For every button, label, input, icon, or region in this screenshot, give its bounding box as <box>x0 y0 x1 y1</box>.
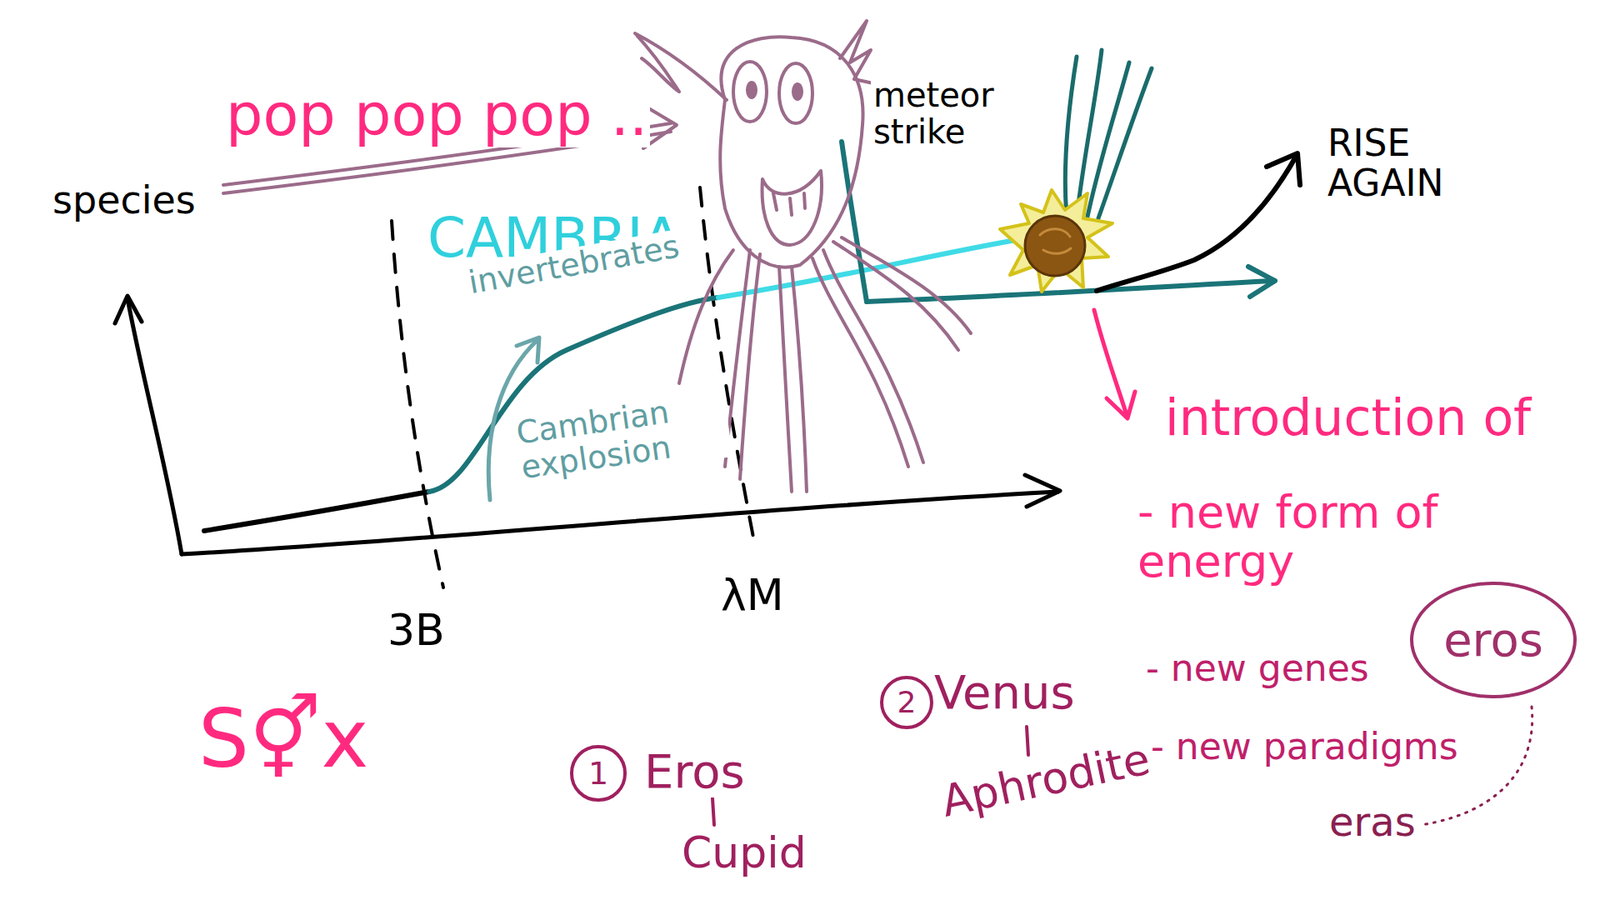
name-link <box>1026 726 1029 755</box>
creature-drawing <box>791 266 807 492</box>
sketch-label: - new form of energy <box>1135 487 1507 587</box>
sketch-label: Cupid <box>679 829 810 877</box>
sketch-label: meteor strike <box>870 76 1043 150</box>
circled-word: eros <box>1410 581 1577 699</box>
node-text: eros <box>1443 616 1544 664</box>
creature-drawing <box>779 266 792 492</box>
species-curve <box>204 491 430 531</box>
axes <box>181 491 1059 555</box>
axes <box>127 298 182 555</box>
species-curve <box>718 239 1021 298</box>
meteor-drawing <box>1025 215 1085 276</box>
sketch-label: Venus <box>931 666 1078 719</box>
meteor-drawing <box>1000 190 1113 292</box>
creature-drawing <box>779 63 813 124</box>
creature-drawing <box>840 20 874 84</box>
sketch-label: eras <box>1326 800 1419 845</box>
sketch-label: pop pop pop .. <box>223 83 650 148</box>
creature-drawing <box>833 237 971 350</box>
dashed-marker <box>700 187 755 542</box>
axes <box>1025 475 1060 507</box>
meteor-drawing <box>1040 229 1071 255</box>
callout-number: 2 <box>880 675 934 730</box>
species-curve <box>1266 153 1300 185</box>
creature-drawing <box>762 170 822 245</box>
creature-drawing <box>793 84 802 100</box>
sketch-label: Eros <box>641 745 748 798</box>
creature-drawing <box>823 250 924 463</box>
introduction-arrow <box>1094 310 1135 419</box>
annotation-arrow <box>516 337 540 363</box>
sketch-label: Cambrian explosion <box>511 387 733 486</box>
species-curve <box>841 141 867 302</box>
meteor-drawing <box>1065 50 1152 219</box>
callout-number: 1 <box>570 745 626 801</box>
sketch-label: λM <box>718 571 787 620</box>
sketch-label: RISE AGAIN <box>1325 123 1514 205</box>
species-curve <box>1096 156 1296 291</box>
sketch-label: S⚥x <box>195 695 371 785</box>
sketch-label: 3B <box>385 606 448 655</box>
creature-drawing <box>773 193 805 215</box>
species-curve <box>204 141 1300 531</box>
name-link <box>712 798 715 825</box>
sketch-label: - new paradigms <box>1148 726 1461 767</box>
creature-drawing <box>747 82 756 98</box>
axes <box>115 295 1060 555</box>
species-curve <box>1248 266 1275 297</box>
creature-drawing <box>740 254 760 480</box>
creature-drawing <box>679 250 734 384</box>
creature-drawing <box>720 36 863 267</box>
node-text: 2 <box>897 687 917 718</box>
introduction-arrow <box>1106 391 1135 419</box>
dashed-marker <box>391 220 444 588</box>
creature-drawing <box>733 61 767 122</box>
sketch-label: introduction of <box>1162 390 1534 445</box>
dashed-marker <box>391 187 755 588</box>
node-text: 1 <box>588 757 609 790</box>
axes <box>115 295 142 324</box>
creature-drawing <box>812 258 909 467</box>
sketch-label: species <box>50 179 199 222</box>
sketch-label: Aphrodite <box>935 735 1157 827</box>
sketch-label: - new genes <box>1143 648 1372 689</box>
